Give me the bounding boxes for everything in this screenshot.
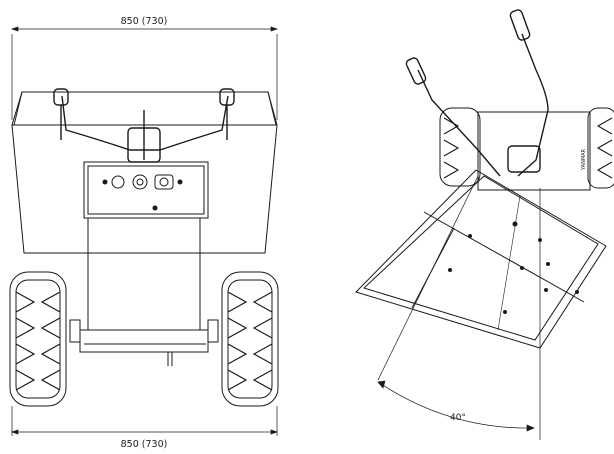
bottom-width-dimension xyxy=(10,406,279,436)
side-brand-label: YANMAR xyxy=(581,148,587,171)
bottom-width-label: 850 (730) xyxy=(121,439,168,450)
front-right-wheel-icon xyxy=(221,271,279,407)
front-chassis xyxy=(69,217,219,366)
side-wheels-icon xyxy=(439,107,614,191)
side-dump-bed-icon xyxy=(355,169,607,349)
top-width-dimension xyxy=(10,26,279,120)
side-handlebar-icon xyxy=(405,9,549,177)
front-control-panel-icon xyxy=(83,161,209,219)
tilt-angle-label: 40° xyxy=(450,413,466,423)
front-handlebar-icon xyxy=(53,88,235,163)
front-left-wheel-icon xyxy=(9,271,67,407)
tilt-angle-indicator xyxy=(377,175,541,440)
side-view: YANMAR xyxy=(355,9,614,440)
front-view: 850 (730) xyxy=(9,16,279,450)
top-width-label: 850 (730) xyxy=(121,16,168,27)
